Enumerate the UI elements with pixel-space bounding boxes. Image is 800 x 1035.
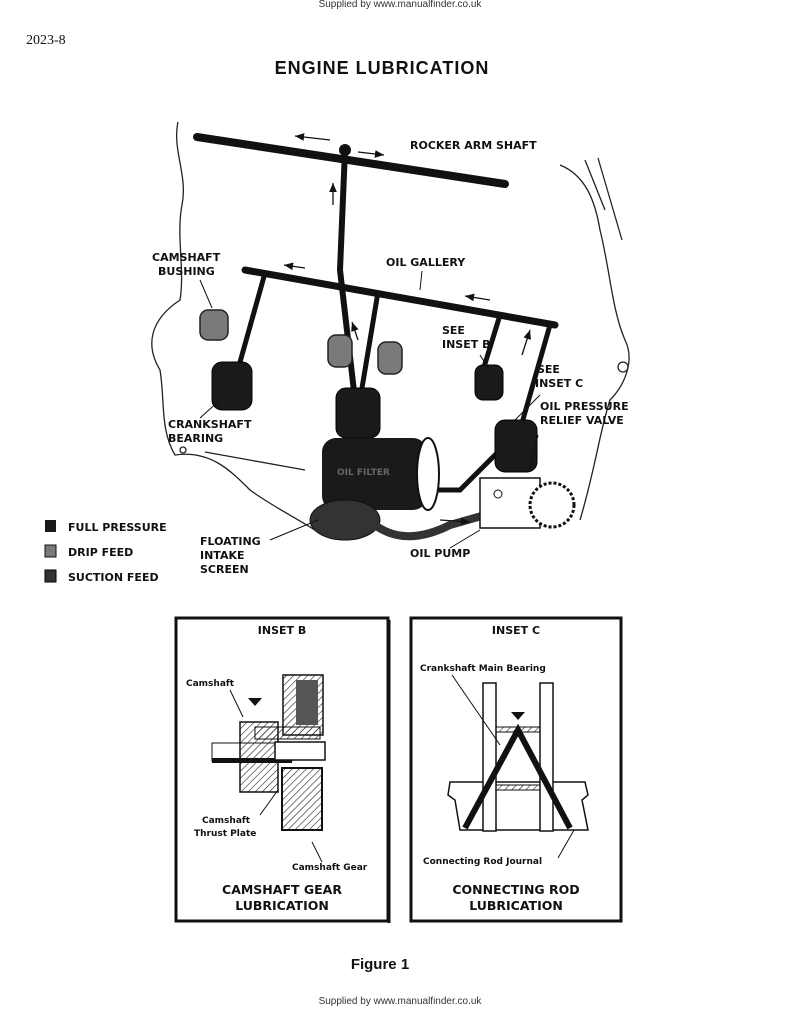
inset-b-caption: CAMSHAFT GEAR: [222, 882, 342, 897]
legend-label: FULL PRESSURE: [68, 521, 167, 534]
inset-c: INSET C Crankshaft Main Bearing Connecti…: [409, 616, 623, 923]
label-see-inset-c: SEE: [537, 363, 560, 376]
page-title: ENGINE LUBRICATION: [274, 58, 490, 78]
inset-c-caption-2: LUBRICATION: [469, 898, 563, 913]
inset-b-title: INSET B: [258, 624, 306, 637]
label-camshaft-bushing: CAMSHAFT: [152, 251, 221, 264]
label-floating-intake: FLOATING: [200, 535, 261, 548]
inset-c-label-rod-journal: Connecting Rod Journal: [423, 857, 542, 867]
engine-block-outline: [151, 121, 630, 533]
label-floating-intake-3: SCREEN: [200, 563, 249, 576]
label-floating-intake-2: INTAKE: [200, 549, 245, 562]
label-oil-pump: OIL PUMP: [410, 547, 470, 560]
inset-b-label-camshaft: Camshaft: [186, 679, 235, 689]
inset-b: INSET B Camshaft Camshaft Thrust Plate C…: [174, 616, 391, 923]
label-crankshaft-bearing-2: BEARING: [168, 432, 223, 445]
supplied-by-footer: Supplied by www.manualfinder.co.uk: [318, 996, 482, 1007]
inset-c-caption: CONNECTING ROD: [452, 882, 579, 897]
label-crankshaft-bearing: CRANKSHAFT: [168, 418, 252, 431]
label-relief-valve-2: RELIEF VALVE: [540, 414, 624, 427]
label-oil-filter: OIL FILTER: [337, 468, 390, 478]
legend-swatch-full-pressure: [45, 520, 56, 532]
floating-intake-screen: [309, 499, 381, 541]
label-camshaft-bushing-2: BUSHING: [158, 265, 215, 278]
supplied-by-header: Supplied by www.manualfinder.co.uk: [318, 0, 482, 10]
inset-b-label-thrust-plate-2: Thrust Plate: [194, 829, 256, 839]
legend-label: SUCTION FEED: [68, 571, 159, 584]
label-see-inset-b: SEE: [442, 324, 465, 337]
label-relief-valve: OIL PRESSURE: [540, 400, 629, 413]
inset-b-label-thrust-plate: Camshaft: [202, 816, 251, 826]
legend: FULL PRESSURE DRIP FEED SUCTION FEED: [44, 520, 167, 584]
label-see-inset-b-2: INSET B: [442, 338, 490, 351]
figure-label: Figure 1: [350, 956, 410, 973]
page-number: 2023-8: [26, 33, 66, 48]
label-oil-gallery: OIL GALLERY: [386, 256, 466, 269]
rocker-arm-shaft: [193, 133, 509, 188]
label-rocker-arm-shaft: ROCKER ARM SHAFT: [410, 139, 537, 152]
inset-b-caption-2: LUBRICATION: [235, 898, 329, 913]
legend-swatch-drip-feed: [44, 544, 57, 558]
oil-pump: [479, 477, 576, 529]
oil-filter: [322, 437, 440, 511]
label-see-inset-c-2: INSET C: [535, 377, 583, 390]
oil-gallery: [241, 266, 559, 329]
inset-b-label-camshaft-gear: Camshaft Gear: [292, 863, 368, 873]
inset-c-label-main-bearing: Crankshaft Main Bearing: [420, 664, 546, 674]
legend-swatch-suction-feed: [44, 569, 57, 583]
inset-c-title: INSET C: [492, 624, 540, 637]
legend-label: DRIP FEED: [68, 546, 133, 559]
